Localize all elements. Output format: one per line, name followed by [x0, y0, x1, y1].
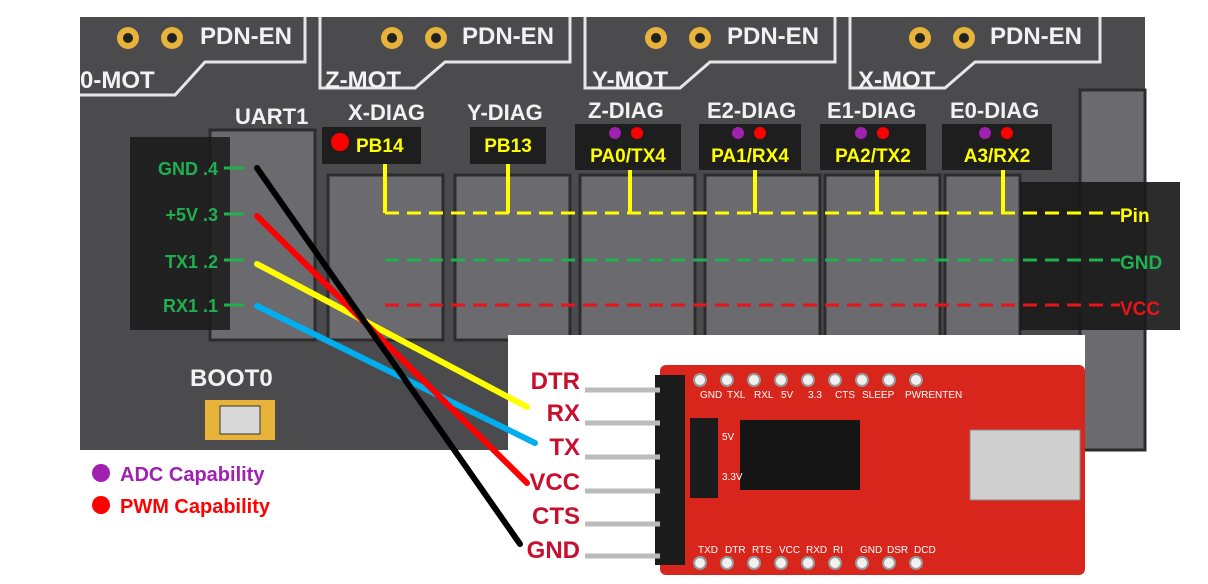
svg-text:DSR: DSR: [887, 545, 908, 556]
diag-pin-label: PB14: [356, 136, 404, 157]
pwm-dot: [331, 133, 349, 151]
pdn-en-label: PDN-EN: [200, 23, 292, 50]
diag-pin-label: PB13: [484, 136, 532, 157]
pwm-dot: [631, 127, 643, 139]
wire-rx1-tx: [254, 303, 538, 446]
wires: [254, 165, 538, 547]
ftdi-board: [660, 365, 1085, 575]
capability-dots: [331, 127, 1013, 151]
pin-legend-label: Pin: [1120, 206, 1150, 227]
adc-dot: [979, 127, 991, 139]
svg-text:RTS: RTS: [752, 545, 772, 556]
uart-pin-label: +5V .3: [165, 205, 218, 225]
ftdi-pin-label: VCC: [529, 469, 580, 496]
e1-diag-label: E1-DIAG: [827, 98, 916, 123]
e0-mot-label: 0-MOT: [80, 67, 155, 94]
wire-gnd-gnd: [254, 165, 523, 547]
wire-tx1-rx: [254, 261, 530, 410]
adc-dot: [732, 127, 744, 139]
svg-text:VCC: VCC: [779, 545, 800, 556]
pwm-dot: [754, 127, 766, 139]
y-mot-label: Y-MOT: [592, 67, 668, 94]
uart-pin-label: TX1 .2: [165, 252, 218, 272]
uart-pin-label: RX1 .1: [163, 296, 218, 316]
svg-text:RXL: RXL: [754, 390, 774, 401]
boot0-label: BOOT0: [190, 365, 273, 392]
svg-text:CTS: CTS: [835, 390, 855, 401]
ftdi-chip: [740, 420, 860, 490]
svg-text:DTR: DTR: [725, 545, 746, 556]
uart-pin-label: GND .4: [158, 159, 218, 179]
jumper-5v-label: 5V: [722, 432, 735, 443]
svg-text:TXL: TXL: [727, 390, 746, 401]
ftdi-pin-label: RX: [547, 400, 580, 427]
vcc-legend-label: VCC: [1120, 299, 1160, 320]
jumper-3v3-label: 3.3V: [722, 472, 743, 483]
diag-pin-boxes: [322, 124, 1052, 170]
svg-text:GND: GND: [860, 545, 882, 556]
ftdi-pin-label: TX: [549, 434, 580, 461]
adc-dot: [855, 127, 867, 139]
silkscreen-outlines: [80, 17, 1102, 97]
adc-legend-dot: [92, 464, 110, 482]
x-diag-label: X-DIAG: [348, 100, 425, 125]
pwm-dot: [1001, 127, 1013, 139]
x-mot-label: X-MOT: [858, 67, 936, 94]
svg-text:TXD: TXD: [698, 545, 718, 556]
svg-text:DCD: DCD: [914, 545, 936, 556]
pdn-en-label: PDN-EN: [990, 23, 1082, 50]
z-diag-label: Z-DIAG: [588, 98, 664, 123]
diag-pin-label: PA2/TX2: [835, 146, 911, 167]
ftdi-pin-label: CTS: [532, 503, 580, 530]
pin-drop-lines: [383, 164, 1005, 213]
ftdi-pin-label: DTR: [531, 368, 580, 395]
ftdi-pin-label: GND: [527, 537, 580, 564]
voltage-jumper[interactable]: [690, 418, 718, 498]
uart1-label: UART1: [235, 104, 308, 129]
pwm-dot: [877, 127, 889, 139]
pdn-en-label: PDN-EN: [727, 23, 819, 50]
e2-diag-label: E2-DIAG: [707, 98, 796, 123]
svg-text:5V: 5V: [781, 390, 794, 401]
ftdi-silk-bottom: TXD DTR RTS VCC RXD RI GND DSR DCD: [698, 545, 936, 556]
svg-text:GND: GND: [700, 390, 722, 401]
ftdi-header-pins: [585, 375, 685, 565]
gnd-legend-label: GND: [1120, 253, 1162, 274]
diag-pin-label: PA1/RX4: [711, 146, 789, 167]
ftdi-holes: [693, 373, 923, 570]
ftdi-silk-top: GND TXL RXL 5V 3.3 CTS SLEEP PWRENTEN: [700, 390, 962, 401]
adc-legend-label: ADC Capability: [120, 464, 265, 486]
y-diag-label: Y-DIAG: [467, 100, 543, 125]
mini-usb-port: [969, 429, 1081, 501]
svg-text:RI: RI: [833, 545, 843, 556]
z-mot-label: Z-MOT: [325, 67, 401, 94]
jst-connectors: [208, 88, 1147, 452]
wire-5v-vcc: [254, 213, 530, 486]
uart-label-panel: [130, 137, 230, 330]
pdn-en-label: PDN-EN: [462, 23, 554, 50]
pwm-legend-dot: [92, 496, 110, 514]
diag-pin-label: PA0/TX4: [590, 146, 666, 167]
svg-text:RXD: RXD: [806, 545, 827, 556]
diag-pin-label: A3/RX2: [964, 146, 1031, 167]
pwm-legend-label: PWM Capability: [120, 496, 271, 518]
svg-text:SLEEP: SLEEP: [862, 390, 895, 401]
e0-diag-label: E0-DIAG: [950, 98, 1039, 123]
svg-text:3.3: 3.3: [808, 390, 822, 401]
svg-text:PWRENTEN: PWRENTEN: [905, 390, 962, 401]
adc-dot: [609, 127, 621, 139]
